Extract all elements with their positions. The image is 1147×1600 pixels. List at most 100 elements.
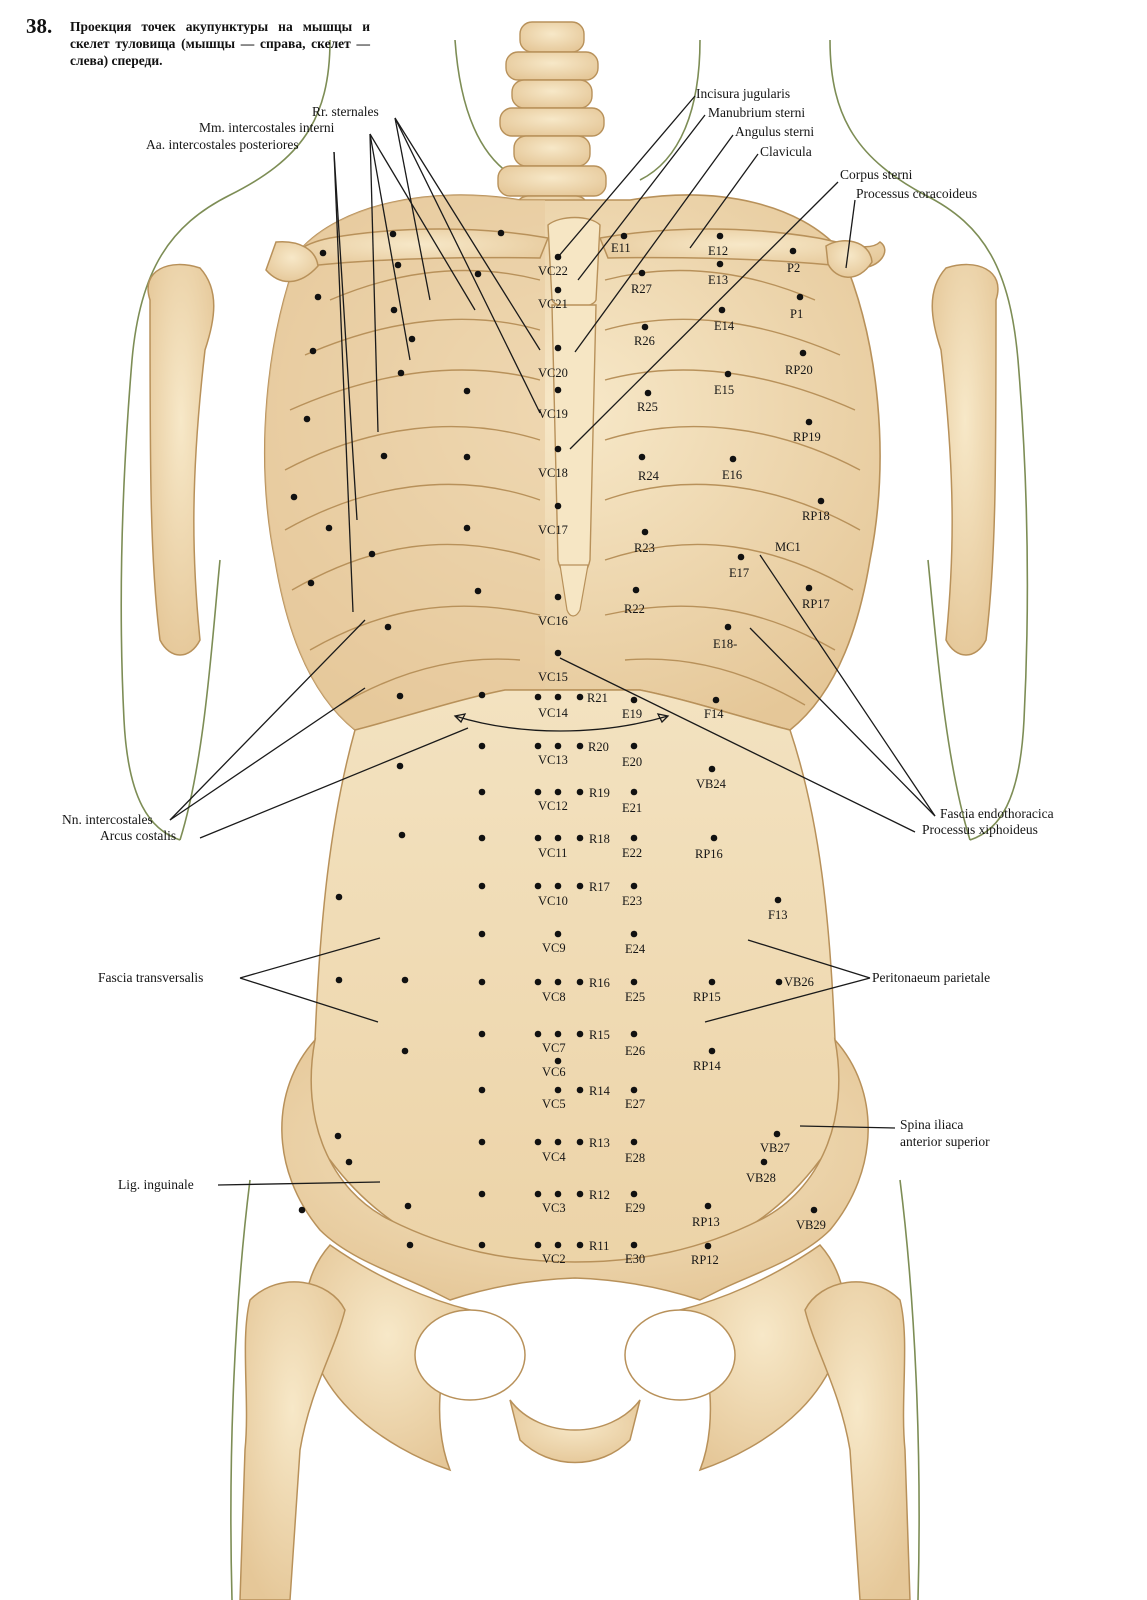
point-label-vc18: VC18 bbox=[538, 466, 568, 480]
point-e24 bbox=[630, 930, 638, 938]
leader-line bbox=[169, 619, 366, 821]
point-label-vb27: VB27 bbox=[760, 1141, 790, 1155]
point-label-r15: R15 bbox=[589, 1028, 610, 1042]
point-label-e21: E21 bbox=[622, 801, 642, 815]
arcus-costalis-arrow bbox=[453, 713, 670, 732]
unlabeled-point bbox=[534, 882, 542, 890]
unlabeled-point bbox=[396, 692, 404, 700]
point-label-r17: R17 bbox=[589, 880, 610, 894]
point-label-r16: R16 bbox=[589, 976, 610, 990]
label-lig-inguinale: Lig. inguinale bbox=[118, 1177, 194, 1192]
point-vb28 bbox=[760, 1158, 768, 1166]
point-label-e20: E20 bbox=[622, 755, 642, 769]
label-rr-sternales: Rr. sternales bbox=[312, 104, 379, 119]
point-label-r26: R26 bbox=[634, 334, 655, 348]
point-label-r19: R19 bbox=[589, 786, 610, 800]
point-vc20 bbox=[554, 344, 562, 352]
point-label-vc19: VC19 bbox=[538, 407, 568, 421]
point-vc13 bbox=[554, 742, 562, 750]
point-r17 bbox=[576, 882, 584, 890]
point-vc10 bbox=[554, 882, 562, 890]
leader-line bbox=[577, 114, 706, 281]
pelvis bbox=[239, 1037, 911, 1600]
point-label-e16: E16 bbox=[722, 468, 742, 482]
point-label-vc5: VC5 bbox=[542, 1097, 566, 1111]
point-label-e17: E17 bbox=[729, 566, 749, 580]
point-vc14 bbox=[554, 693, 562, 701]
point-label-e29: E29 bbox=[625, 1201, 645, 1215]
point-rp14 bbox=[708, 1047, 716, 1055]
point-vc3 bbox=[554, 1190, 562, 1198]
point-label-e24: E24 bbox=[625, 942, 646, 956]
point-r15 bbox=[576, 1030, 584, 1038]
unlabeled-point bbox=[335, 893, 343, 901]
point-r19 bbox=[576, 788, 584, 796]
abdominal-wall bbox=[300, 689, 850, 1276]
point-rp18 bbox=[817, 497, 825, 505]
unlabeled-point bbox=[478, 930, 486, 938]
label-processus-coracoideus: Processus coracoideus bbox=[856, 186, 977, 201]
point-label-rp14: RP14 bbox=[693, 1059, 722, 1073]
point-vc18 bbox=[554, 445, 562, 453]
leader-line bbox=[747, 939, 871, 979]
unlabeled-point bbox=[397, 369, 405, 377]
point-label-vc20: VC20 bbox=[538, 366, 568, 380]
point-rp12 bbox=[704, 1242, 712, 1250]
unlabeled-point bbox=[334, 1132, 342, 1140]
point-label-r11: R11 bbox=[589, 1239, 609, 1253]
unlabeled-point bbox=[478, 1086, 486, 1094]
point-vc15 bbox=[554, 649, 562, 657]
label-fascia-transversalis: Fascia transversalis bbox=[98, 970, 203, 985]
cervical-spine bbox=[497, 21, 607, 233]
point-vc19 bbox=[554, 386, 562, 394]
label-clavicula: Clavicula bbox=[760, 144, 812, 159]
label-angulus-sterni: Angulus sterni bbox=[735, 124, 814, 139]
label-aa-intercostales-posteriores: Aa. intercostales posteriores bbox=[146, 137, 299, 152]
leader-line bbox=[557, 95, 696, 258]
point-label-r20: R20 bbox=[588, 740, 609, 754]
label-peritonaeum-parietale: Peritonaeum parietale bbox=[872, 970, 990, 985]
point-e21 bbox=[630, 788, 638, 796]
point-label-f13: F13 bbox=[768, 908, 787, 922]
leader-line bbox=[394, 117, 431, 301]
unlabeled-point bbox=[478, 882, 486, 890]
unlabeled-point bbox=[404, 1202, 412, 1210]
point-p2 bbox=[789, 247, 797, 255]
unlabeled-point bbox=[478, 691, 486, 699]
leader-line bbox=[239, 937, 381, 979]
point-e22 bbox=[630, 834, 638, 842]
unlabeled-point bbox=[319, 249, 327, 257]
point-e13 bbox=[716, 260, 724, 268]
unlabeled-point bbox=[478, 1138, 486, 1146]
point-label-vb29: VB29 bbox=[796, 1218, 826, 1232]
unlabeled-point bbox=[368, 550, 376, 558]
unlabeled-point bbox=[534, 693, 542, 701]
point-r25 bbox=[644, 389, 652, 397]
unlabeled-point bbox=[534, 978, 542, 986]
point-vc22 bbox=[554, 253, 562, 261]
point-label-e22: E22 bbox=[622, 846, 642, 860]
unlabeled-point bbox=[303, 415, 311, 423]
leader-line bbox=[689, 153, 759, 249]
unlabeled-point bbox=[390, 306, 398, 314]
unlabeled-point bbox=[309, 347, 317, 355]
unlabeled-point bbox=[401, 1047, 409, 1055]
point-label-e12: E12 bbox=[708, 244, 728, 258]
point-f13 bbox=[774, 896, 782, 904]
point-rp19 bbox=[805, 418, 813, 426]
point-e14 bbox=[718, 306, 726, 314]
clavicles bbox=[265, 228, 886, 283]
unlabeled-point bbox=[478, 788, 486, 796]
point-label-vc16: VC16 bbox=[538, 614, 568, 628]
point-label-rp15: RP15 bbox=[693, 990, 721, 1004]
leader-line bbox=[333, 151, 354, 613]
unlabeled-point bbox=[335, 976, 343, 984]
point-label-r27: R27 bbox=[631, 282, 652, 296]
point-vc4 bbox=[554, 1138, 562, 1146]
point-label-r12: R12 bbox=[589, 1188, 610, 1202]
point-vc9 bbox=[554, 930, 562, 938]
unlabeled-point bbox=[380, 452, 388, 460]
label-spina-iliaca-anterior-superior: anterior superior bbox=[900, 1134, 990, 1149]
label-manubrium-sterni: Manubrium sterni bbox=[708, 105, 805, 120]
point-label-vc10: VC10 bbox=[538, 894, 568, 908]
